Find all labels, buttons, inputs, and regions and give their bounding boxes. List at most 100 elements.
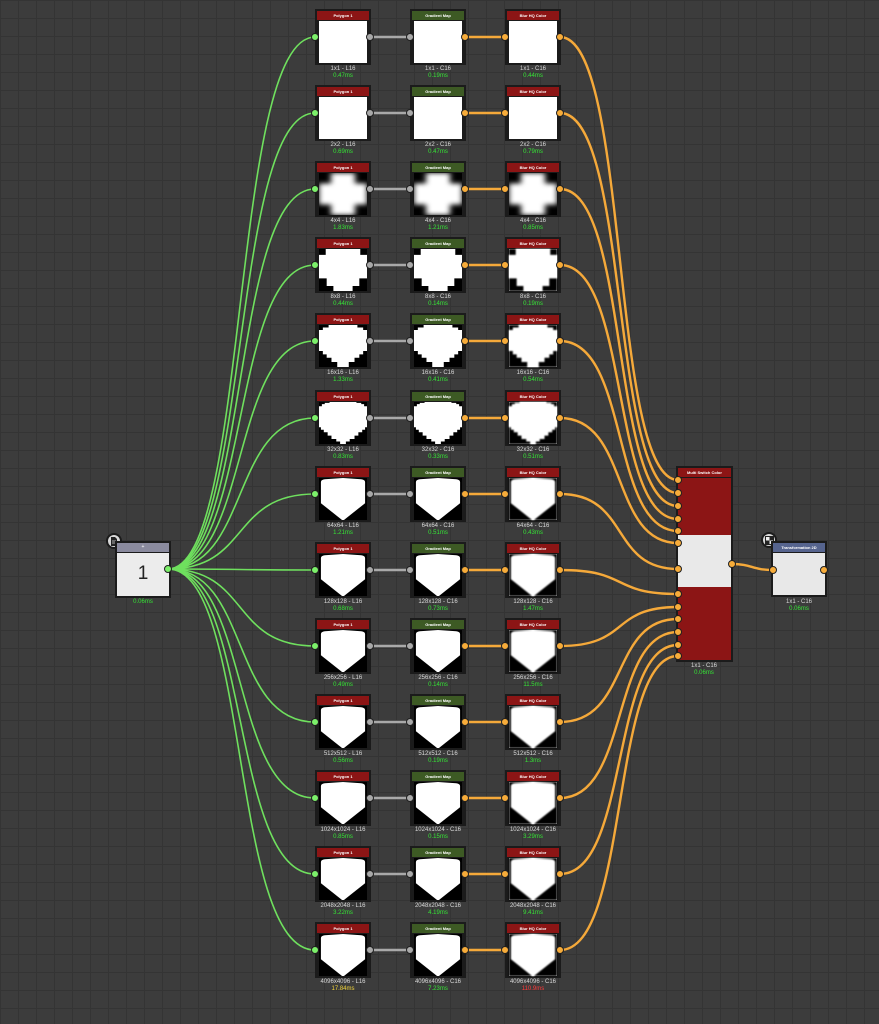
grad-node[interactable]: Gradient Map <box>410 466 466 522</box>
green-wire[interactable] <box>167 112 316 570</box>
poly-output-port[interactable] <box>366 33 374 41</box>
grad-node[interactable]: Gradient Map <box>410 542 466 598</box>
grad-node[interactable]: Gradient Map <box>410 390 466 446</box>
orange-wire-to-switch[interactable] <box>559 630 679 800</box>
switch-input-port[interactable] <box>674 539 682 547</box>
poly-input-port[interactable] <box>311 870 319 878</box>
poly-node[interactable]: Polygon 1 <box>315 846 371 902</box>
blur-node[interactable]: Blur HQ Color <box>505 846 561 902</box>
grad-node[interactable]: Gradient Map <box>410 9 466 65</box>
green-wire[interactable] <box>167 568 316 723</box>
orange-wire-to-switch[interactable] <box>559 617 679 724</box>
poly-output-port[interactable] <box>366 337 374 345</box>
green-wire[interactable] <box>167 188 316 570</box>
poly-output-port[interactable] <box>366 490 374 498</box>
poly-output-port[interactable] <box>366 718 374 726</box>
poly-input-port[interactable] <box>311 946 319 954</box>
grad-node[interactable]: Gradient Map <box>410 313 466 369</box>
grad-output-port[interactable] <box>461 490 469 498</box>
poly-output-port[interactable] <box>366 261 374 269</box>
poly-input-port[interactable] <box>311 185 319 193</box>
blur-node[interactable]: Blur HQ Color <box>505 694 561 750</box>
blur-input-port[interactable] <box>501 261 509 269</box>
grad-output-port[interactable] <box>461 33 469 41</box>
blur-input-port[interactable] <box>501 794 509 802</box>
green-wire[interactable] <box>167 568 316 951</box>
blur-output-port[interactable] <box>556 794 564 802</box>
poly-input-port[interactable] <box>311 490 319 498</box>
grad-input-port[interactable] <box>406 261 414 269</box>
poly-output-port[interactable] <box>366 870 374 878</box>
switch-input-port[interactable] <box>674 565 682 573</box>
poly-output-port[interactable] <box>366 946 374 954</box>
poly-output-port[interactable] <box>366 185 374 193</box>
switch-input-port[interactable] <box>674 527 682 535</box>
grad-input-port[interactable] <box>406 642 414 650</box>
blur-output-port[interactable] <box>556 414 564 422</box>
blur-output-port[interactable] <box>556 261 564 269</box>
green-wire[interactable] <box>167 568 316 571</box>
transform-output-port[interactable] <box>820 566 828 574</box>
grad-output-port[interactable] <box>461 566 469 574</box>
poly-node[interactable]: Polygon 1 <box>315 542 371 598</box>
grad-input-port[interactable] <box>406 794 414 802</box>
orange-wire-to-transform[interactable] <box>731 562 774 572</box>
multi-switch-node[interactable]: Multi Switch Color <box>676 466 733 662</box>
blur-output-port[interactable] <box>556 642 564 650</box>
grad-output-port[interactable] <box>461 946 469 954</box>
switch-input-port[interactable] <box>674 641 682 649</box>
poly-input-port[interactable] <box>311 337 319 345</box>
poly-output-port[interactable] <box>366 794 374 802</box>
poly-output-port[interactable] <box>366 566 374 574</box>
poly-node[interactable]: Polygon 1 <box>315 161 371 217</box>
poly-input-port[interactable] <box>311 794 319 802</box>
orange-wire-to-switch[interactable] <box>559 654 679 952</box>
grad-input-port[interactable] <box>406 185 414 193</box>
green-wire[interactable] <box>167 568 316 647</box>
blur-node[interactable]: Blur HQ Color <box>505 618 561 674</box>
blur-input-port[interactable] <box>501 946 509 954</box>
orange-wire-to-switch[interactable] <box>559 263 679 521</box>
blur-output-port[interactable] <box>556 870 564 878</box>
orange-wire-to-switch[interactable] <box>559 568 679 596</box>
blur-node[interactable]: Blur HQ Color <box>505 770 561 826</box>
poly-node[interactable]: Polygon 1 <box>315 922 371 978</box>
poly-node[interactable]: Polygon 1 <box>315 466 371 522</box>
blur-output-port[interactable] <box>556 33 564 41</box>
input-value-node[interactable]: + 1 <box>115 541 171 598</box>
poly-output-port[interactable] <box>366 414 374 422</box>
blur-input-port[interactable] <box>501 642 509 650</box>
grad-node[interactable]: Gradient Map <box>410 237 466 293</box>
grad-input-port[interactable] <box>406 109 414 117</box>
poly-input-port[interactable] <box>311 566 319 574</box>
blur-input-port[interactable] <box>501 33 509 41</box>
blur-input-port[interactable] <box>501 870 509 878</box>
poly-input-port[interactable] <box>311 109 319 117</box>
green-wire[interactable] <box>167 264 316 570</box>
green-wire[interactable] <box>167 568 316 799</box>
poly-output-port[interactable] <box>366 642 374 650</box>
blur-node[interactable]: Blur HQ Color <box>505 161 561 217</box>
blur-node[interactable]: Blur HQ Color <box>505 542 561 598</box>
switch-input-port[interactable] <box>674 628 682 636</box>
grad-node[interactable]: Gradient Map <box>410 85 466 141</box>
orange-wire-to-switch[interactable] <box>559 605 679 648</box>
grad-node[interactable]: Gradient Map <box>410 618 466 674</box>
grad-input-port[interactable] <box>406 946 414 954</box>
blur-input-port[interactable] <box>501 109 509 117</box>
grad-input-port[interactable] <box>406 870 414 878</box>
blur-output-port[interactable] <box>556 185 564 193</box>
blur-node[interactable]: Blur HQ Color <box>505 313 561 369</box>
orange-wire-to-switch[interactable] <box>559 492 679 571</box>
blur-output-port[interactable] <box>556 337 564 345</box>
switch-input-port[interactable] <box>674 515 682 523</box>
switch-output-port[interactable] <box>728 560 736 568</box>
grad-output-port[interactable] <box>461 109 469 117</box>
transformation-2d-node[interactable]: Transformation 2D <box>771 541 827 597</box>
orange-wire-to-switch[interactable] <box>559 187 679 508</box>
grad-node[interactable]: Gradient Map <box>410 846 466 902</box>
blur-output-port[interactable] <box>556 109 564 117</box>
green-wire[interactable] <box>167 36 316 570</box>
grad-input-port[interactable] <box>406 718 414 726</box>
